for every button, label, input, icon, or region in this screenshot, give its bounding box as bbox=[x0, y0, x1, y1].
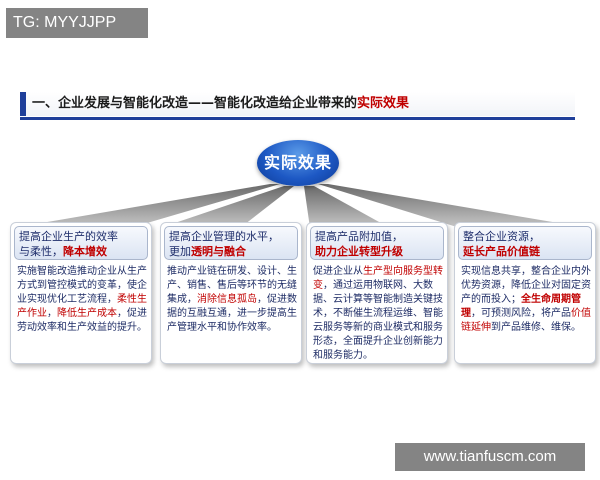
card-body: 促进企业从生产型向服务型转变，通过运用物联网、大数据、云计算等智能制造关键技术，… bbox=[313, 265, 443, 363]
card-header: 提高产品附加值， 助力企业转型升级 bbox=[310, 226, 444, 260]
card-header-line: 更加透明与融合 bbox=[169, 244, 293, 259]
card-header-text: 透明与融合 bbox=[191, 245, 246, 258]
card-header: 提高企业生产的效率与柔性，降本增效 bbox=[14, 226, 148, 260]
card-header-text: 降本增效 bbox=[63, 245, 107, 258]
card-body-text: 推动产业链在研发、设计、生产、销售、售后等环节的无缝集成， bbox=[167, 266, 297, 305]
effect-card-resources: 整合企业资源， 延长产品价值链 实现信息共享，整合企业内外优势资源，降低企业对固定… bbox=[454, 222, 596, 364]
title-underline bbox=[20, 117, 575, 120]
card-body-text: ，促进数据的互融互通，进一步提高生产管理水平和协作效率。 bbox=[167, 294, 297, 333]
card-header-text: 延长产品价值链 bbox=[463, 245, 540, 258]
card-body-text: ， bbox=[47, 308, 57, 319]
card-header-line: 助力企业转型升级 bbox=[315, 244, 439, 259]
card-body: 实施智能改造推动企业从生产方式到管控模式的变革，使企业实现优化工艺流程，柔性生产… bbox=[17, 265, 147, 335]
section-title-text: 一、企业发展与智能化改造——智能化改造给企业带来的 bbox=[32, 96, 358, 111]
card-header-line: 提高企业管理的水平， bbox=[169, 229, 293, 244]
card-header-line: 提高产品附加值， bbox=[315, 229, 439, 244]
card-header-text: 与柔性， bbox=[19, 245, 63, 258]
ray-2 bbox=[160, 186, 294, 228]
card-body: 实现信息共享，整合企业内外优势资源，降低企业对固定资产的而投入；全生命周期管理，… bbox=[461, 265, 591, 335]
card-header-text: 整合企业资源， bbox=[463, 230, 540, 243]
card-header-line: 提高企业生产的效率 bbox=[19, 229, 143, 244]
card-body-text: 全生命周期管理 bbox=[461, 294, 581, 319]
card-body-text: 生产型向服务型转变 bbox=[313, 266, 443, 291]
card-body-text: ，通过运用物联网、大数据、云计算等智能制造关键技术，不断催生流程运维、智能云服务… bbox=[313, 280, 443, 361]
card-header-text: 更加 bbox=[169, 245, 191, 258]
section-title: 一、企业发展与智能化改造——智能化改造给企业带来的实际效果 bbox=[20, 92, 575, 116]
effect-card-management: 提高企业管理的水平，更加透明与融合 推动产业链在研发、设计、生产、销售、售后等环… bbox=[160, 222, 302, 364]
card-body-text: 实施智能改造推动企业从生产方式到管控模式的变革，使企业实现优化工艺流程， bbox=[17, 266, 147, 305]
card-body-text: 柔性生产作业 bbox=[17, 294, 147, 319]
ray-4 bbox=[318, 184, 588, 228]
card-header: 提高企业管理的水平，更加透明与融合 bbox=[164, 226, 298, 260]
card-body-text: 降低生产成本 bbox=[57, 308, 117, 319]
card-body-text: 消除信息孤岛 bbox=[197, 294, 257, 305]
effect-card-value-added: 提高产品附加值， 助力企业转型升级 促进企业从生产型向服务型转变，通过运用物联网、… bbox=[306, 222, 448, 364]
effect-card-efficiency: 提高企业生产的效率与柔性，降本增效 实施智能改造推动企业从生产方式到管控模式的变… bbox=[10, 222, 152, 364]
tg-watermark: TG: MYYJJPP bbox=[6, 8, 148, 38]
card-header-text: 助力企业转型升级 bbox=[315, 245, 403, 258]
card-body-text: 到产品维修、维保。 bbox=[491, 322, 581, 333]
card-body-text: ，促进劳动效率和生产效益的提升。 bbox=[17, 308, 147, 333]
card-header: 整合企业资源， 延长产品价值链 bbox=[458, 226, 592, 260]
section-title-highlight: 实际效果 bbox=[357, 96, 410, 111]
card-body-text: 促进企业从 bbox=[313, 266, 363, 277]
card-body-text: ，可预测风险，将产品 bbox=[471, 308, 571, 319]
card-header-text: 提高企业管理的水平， bbox=[169, 230, 279, 243]
card-body-text: 实现信息共享，整合企业内外优势资源，降低企业对固定资产的而投入； bbox=[461, 266, 591, 305]
card-header-line: 与柔性，降本增效 bbox=[19, 244, 143, 259]
card-body: 推动产业链在研发、设计、生产、销售、售后等环节的无缝集成，消除信息孤岛，促进数据… bbox=[167, 265, 297, 335]
card-header-line: 整合企业资源， bbox=[463, 229, 587, 244]
ray-3 bbox=[304, 186, 390, 228]
card-header-text: 提高企业生产的效率 bbox=[19, 230, 118, 243]
card-body-text: 价值链延伸 bbox=[461, 308, 591, 333]
card-header-text: 提高产品附加值， bbox=[315, 230, 403, 243]
site-watermark: www.tianfuscm.com bbox=[395, 443, 585, 471]
ray-1 bbox=[12, 184, 280, 228]
card-header-line: 延长产品价值链 bbox=[463, 244, 587, 259]
center-result-oval: 实际效果 bbox=[257, 140, 339, 186]
